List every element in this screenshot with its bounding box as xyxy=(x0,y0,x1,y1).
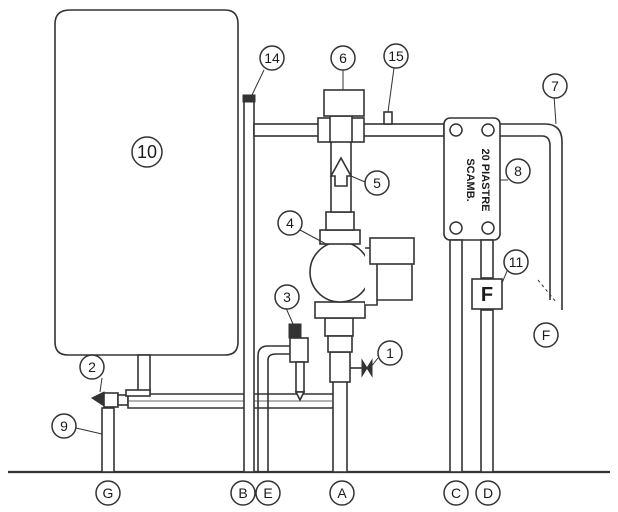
svg-text:F: F xyxy=(542,327,551,343)
connection-d: D xyxy=(475,480,501,506)
pipe-b xyxy=(243,99,255,473)
callout-15: 15 xyxy=(383,43,409,69)
return-pipe xyxy=(125,389,344,409)
leader-lines xyxy=(75,67,557,435)
svg-text:4: 4 xyxy=(286,215,294,231)
svg-text:15: 15 xyxy=(388,48,404,64)
exchanger-line1: SCAMB. xyxy=(464,158,476,201)
connection-a: A xyxy=(329,480,355,506)
storage-tank xyxy=(54,9,239,396)
svg-text:B: B xyxy=(238,485,247,501)
top-pipe xyxy=(253,89,445,143)
callout-7: 7 xyxy=(542,73,568,99)
callout-6: 6 xyxy=(330,45,356,71)
pipe-e-inner xyxy=(267,353,290,472)
callout-9: 9 xyxy=(51,413,77,439)
svg-text:D: D xyxy=(483,485,493,501)
flow-pipe xyxy=(329,139,353,213)
safety-valve xyxy=(288,323,309,402)
svg-text:3: 3 xyxy=(283,289,291,305)
valve-1 xyxy=(329,351,373,383)
heat-exchanger: SCAMB. 20 PIASTRE xyxy=(443,117,501,241)
connection-f: F xyxy=(533,322,559,348)
pipe-a xyxy=(332,379,348,473)
svg-text:2: 2 xyxy=(88,359,96,375)
pipe-7-inner xyxy=(500,135,551,300)
svg-text:C: C xyxy=(451,485,461,501)
pipe-7-dashed xyxy=(537,279,557,303)
callout-8: 8 xyxy=(505,158,531,184)
drain-valve xyxy=(91,391,129,408)
circulation-pump xyxy=(309,211,415,353)
pipe-c xyxy=(449,239,463,473)
connection-b: B xyxy=(230,480,256,506)
callout-5: 5 xyxy=(364,170,390,196)
flow-switch: F xyxy=(471,278,503,310)
callout-3: 3 xyxy=(274,284,300,310)
svg-text:G: G xyxy=(103,485,114,501)
tank-outlet-pipe xyxy=(137,354,151,396)
exchanger-line2: 20 PIASTRE xyxy=(479,149,491,212)
connection-e: E xyxy=(255,480,281,506)
svg-text:5: 5 xyxy=(373,175,381,191)
connection-g: G xyxy=(95,480,121,506)
flow-switch-label: F xyxy=(481,284,493,306)
svg-text:9: 9 xyxy=(60,418,68,434)
pipe-d-bottom xyxy=(480,309,494,473)
pipe-e-outer xyxy=(257,345,290,472)
sensor-14 xyxy=(242,94,256,103)
svg-text:6: 6 xyxy=(339,50,347,66)
svg-text:11: 11 xyxy=(509,254,524,270)
sensor-15 xyxy=(383,111,393,125)
svg-text:7: 7 xyxy=(551,78,559,94)
callout-2: 2 xyxy=(79,354,105,380)
pipe-7-outer xyxy=(500,123,563,310)
svg-text:1: 1 xyxy=(386,345,394,361)
svg-text:A: A xyxy=(337,485,347,501)
callout-1: 1 xyxy=(377,340,403,366)
callout-4: 4 xyxy=(277,210,303,236)
callout-14: 14 xyxy=(259,45,285,71)
svg-text:E: E xyxy=(263,485,272,501)
svg-text:14: 14 xyxy=(264,50,280,66)
callout-10: 10 xyxy=(131,136,163,168)
callout-11: 11 xyxy=(503,249,529,275)
pipe-d-top xyxy=(480,239,494,279)
svg-text:8: 8 xyxy=(514,163,522,179)
connection-c: C xyxy=(443,480,469,506)
svg-text:10: 10 xyxy=(137,142,157,162)
g-pipe xyxy=(101,407,115,473)
mixing-valve-actuator xyxy=(323,89,365,117)
